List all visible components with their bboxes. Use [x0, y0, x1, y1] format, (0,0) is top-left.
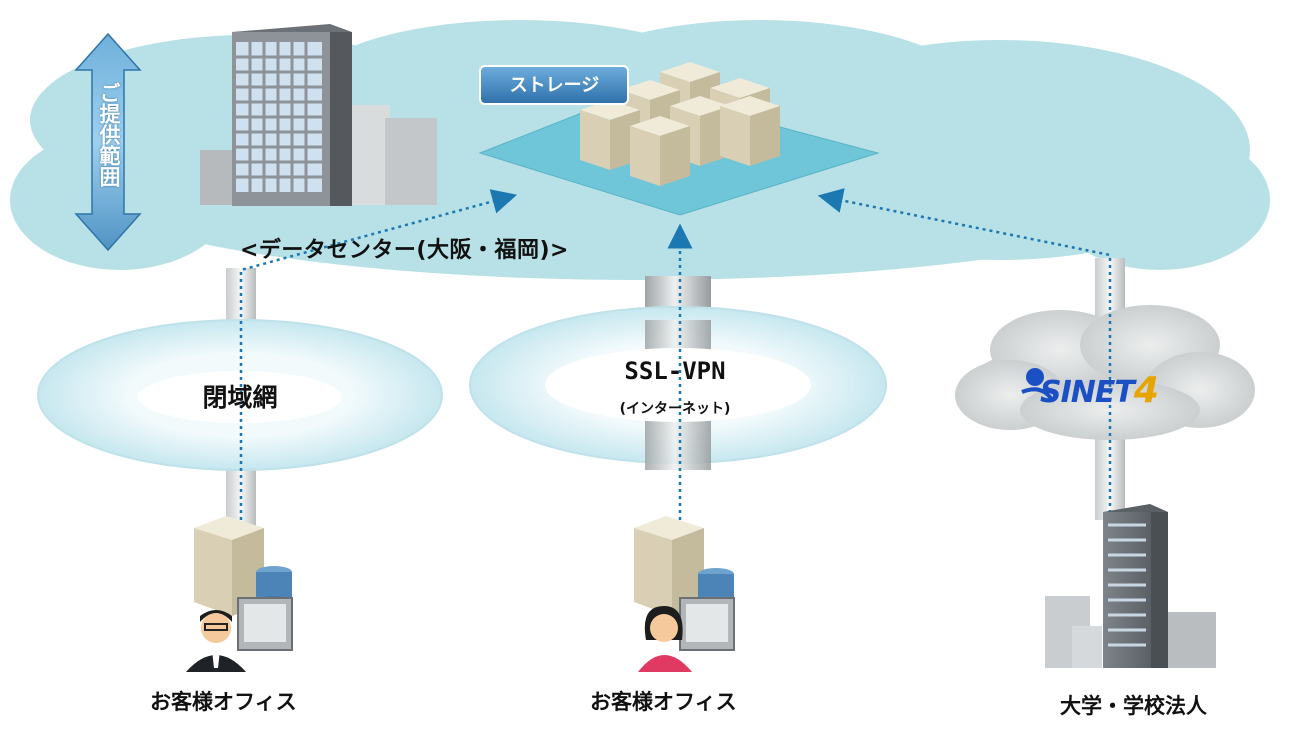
- closed-network-ellipse: [37, 319, 443, 471]
- provision-range-label: ご提供範囲: [97, 82, 121, 187]
- ssl-vpn-ellipse: [469, 306, 887, 470]
- ssl-vpn-label: SSL-VPN: [624, 357, 726, 385]
- closed-network-label: 閉域網: [202, 383, 278, 412]
- storage-label: ストレージ: [509, 75, 600, 96]
- connection-arrows: [239, 188, 1112, 520]
- office-left-label: お客様オフィス: [150, 690, 297, 714]
- provision-range-arrow: [74, 32, 142, 252]
- sinet-logo: SINET4: [1040, 370, 1159, 411]
- office-left-icon: [186, 516, 293, 672]
- sinet-logo-suffix: 4: [1133, 370, 1159, 411]
- sinet-logo-icon: [1021, 368, 1054, 402]
- university-building-icon: [1045, 504, 1216, 668]
- university-label: 大学・学校法人: [1060, 694, 1207, 718]
- datacenter-label: <データセンター(大阪・福岡)>: [240, 238, 569, 263]
- office-center-label: お客様オフィス: [590, 690, 737, 714]
- datacenter-building-icon: [200, 24, 437, 206]
- storage-label-tab: [479, 65, 629, 105]
- ssl-vpn-sublabel: (インターネット): [619, 401, 731, 417]
- sinet-logo-text: SINET: [1040, 375, 1135, 410]
- office-center-icon: [634, 516, 735, 672]
